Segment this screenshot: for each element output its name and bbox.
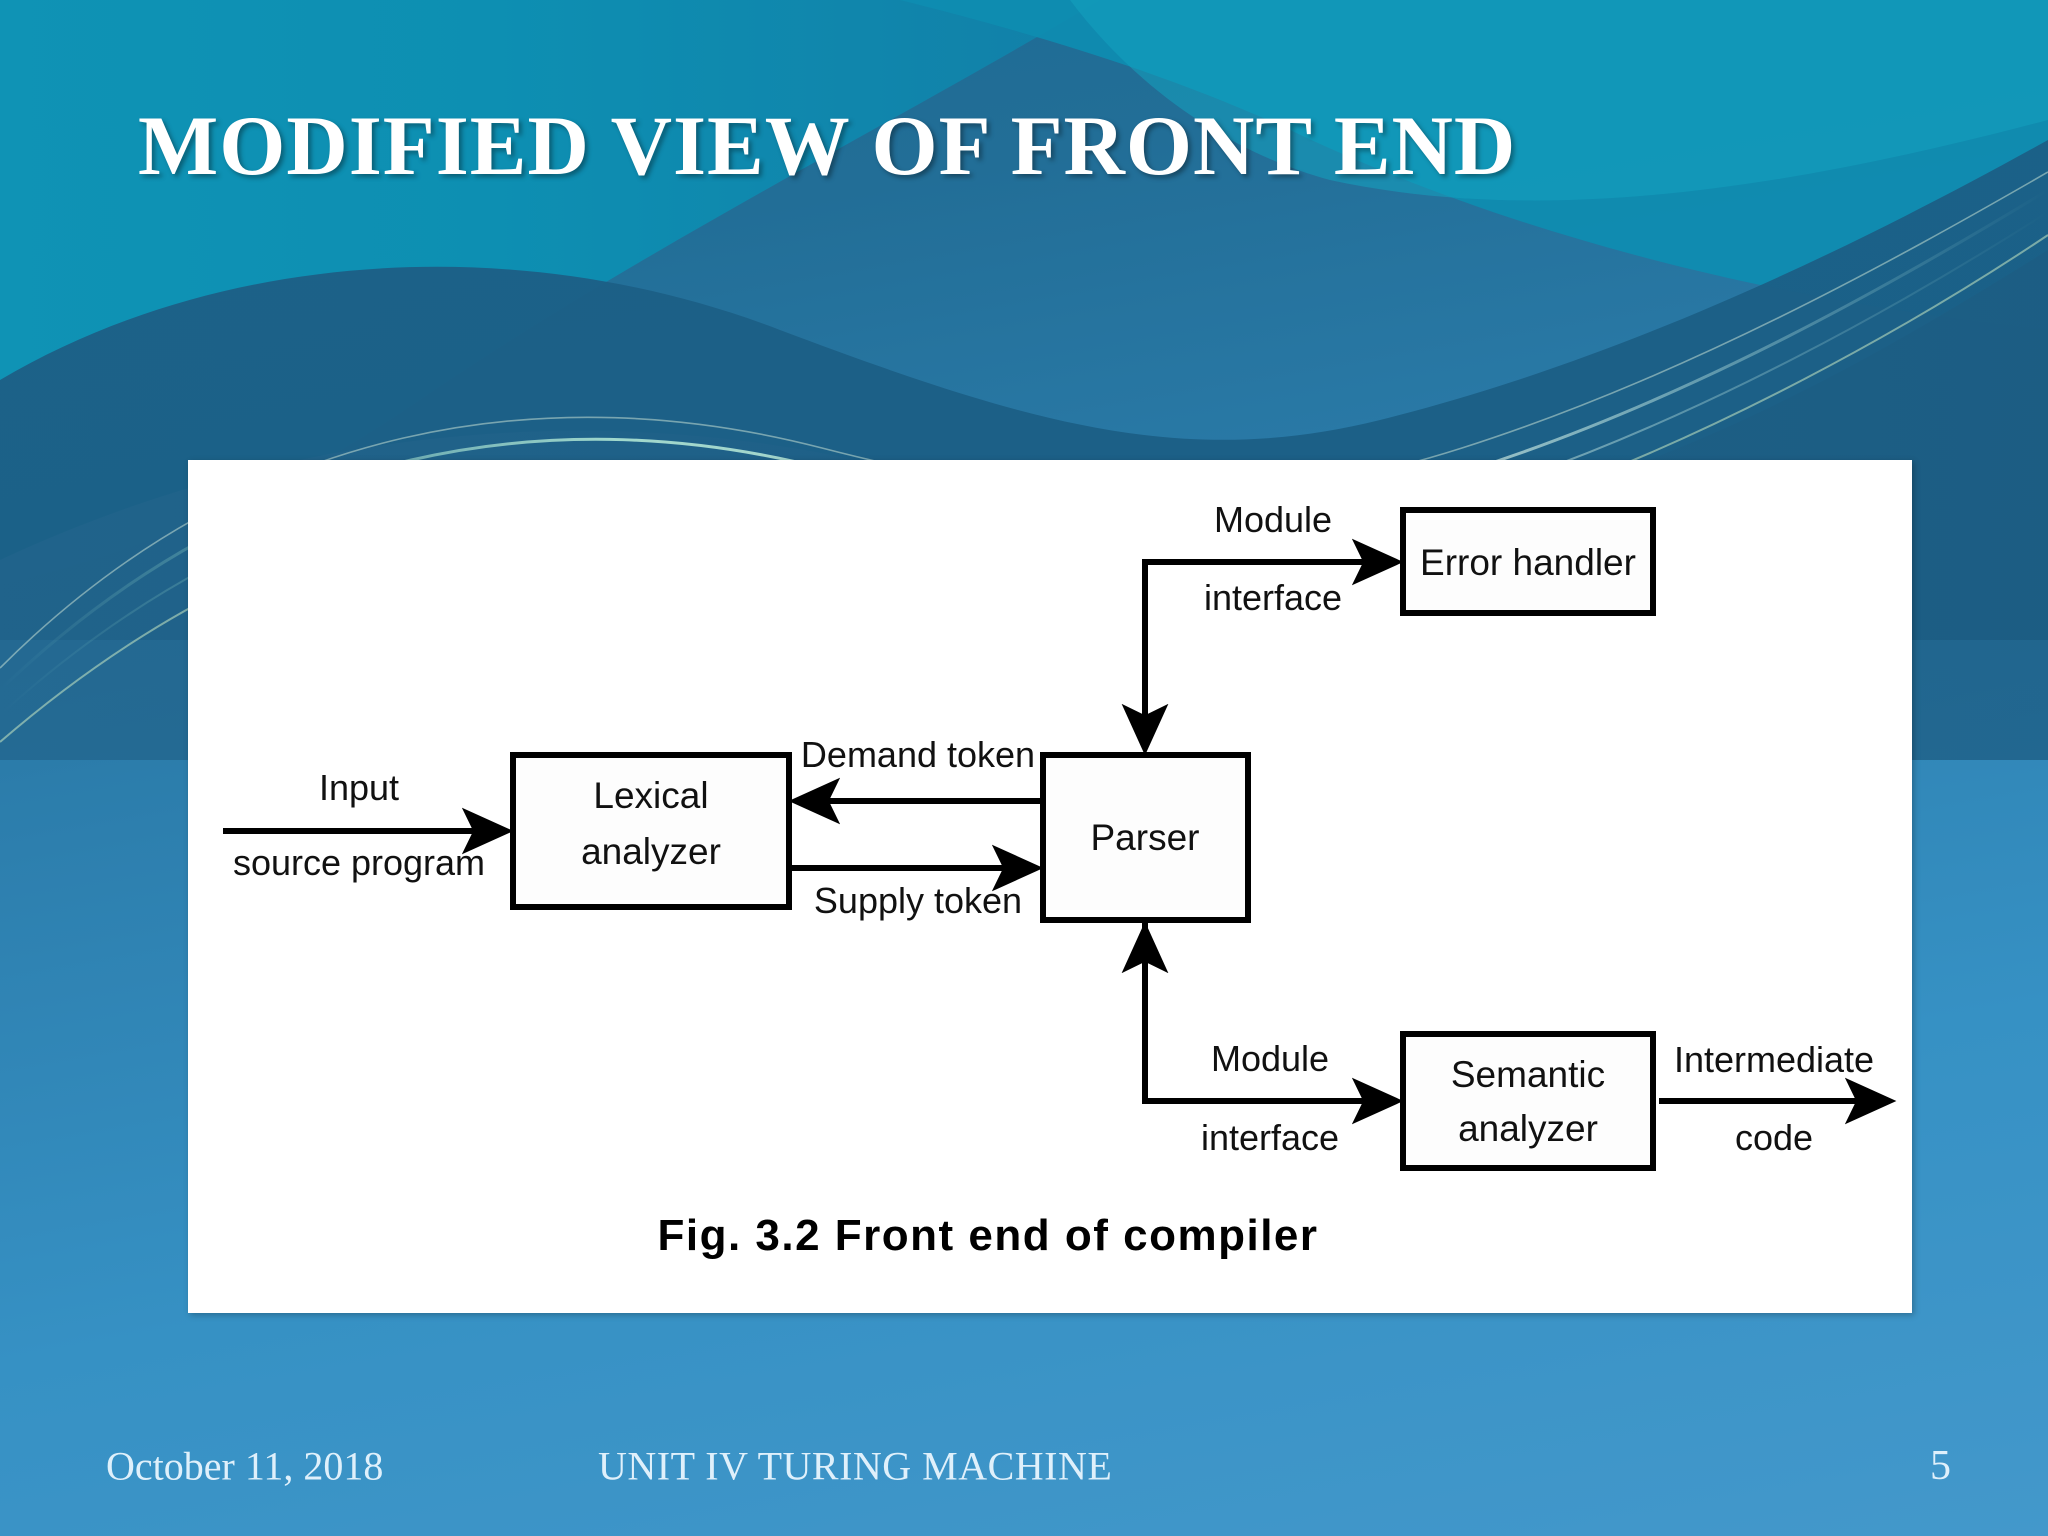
label-module-top: Module bbox=[1214, 499, 1332, 540]
label-interface-top: interface bbox=[1204, 577, 1342, 618]
label-intermediate-line2: code bbox=[1735, 1117, 1813, 1158]
footer-unit-title: UNIT IV TURING MACHINE bbox=[598, 1443, 1113, 1489]
box-label-semantic-line2: analyzer bbox=[1458, 1108, 1598, 1149]
label-interface-bottom: interface bbox=[1201, 1117, 1339, 1158]
figure-panel: Lexical analyzer Parser Error handler Se… bbox=[188, 460, 1912, 1313]
box-label-lexical-line2: analyzer bbox=[581, 831, 721, 872]
figure-caption: Fig. 3.2 Front end of compiler bbox=[657, 1211, 1318, 1260]
label-supply-token: Supply token bbox=[814, 880, 1022, 921]
label-input-line1: Input bbox=[319, 767, 399, 808]
box-lexical-analyzer bbox=[510, 752, 792, 910]
footer-date: October 11, 2018 bbox=[106, 1443, 384, 1489]
label-intermediate-line1: Intermediate bbox=[1674, 1039, 1874, 1080]
slide-title: MODIFIED VIEW OF FRONT END bbox=[138, 99, 1517, 193]
box-label-lexical-line1: Lexical bbox=[593, 775, 708, 816]
compiler-front-end-diagram: Lexical analyzer Parser Error handler Se… bbox=[223, 499, 1897, 1260]
label-input-line2: source program bbox=[233, 842, 485, 883]
label-demand-token: Demand token bbox=[801, 734, 1035, 775]
box-label-semantic-line1: Semantic bbox=[1451, 1054, 1605, 1095]
footer-page-number: 5 bbox=[1930, 1443, 1951, 1489]
wave-teal-right-highlight bbox=[1070, 0, 2048, 201]
box-label-parser: Parser bbox=[1091, 817, 1200, 858]
box-label-error-handler: Error handler bbox=[1420, 542, 1636, 583]
label-module-bottom: Module bbox=[1211, 1038, 1329, 1079]
